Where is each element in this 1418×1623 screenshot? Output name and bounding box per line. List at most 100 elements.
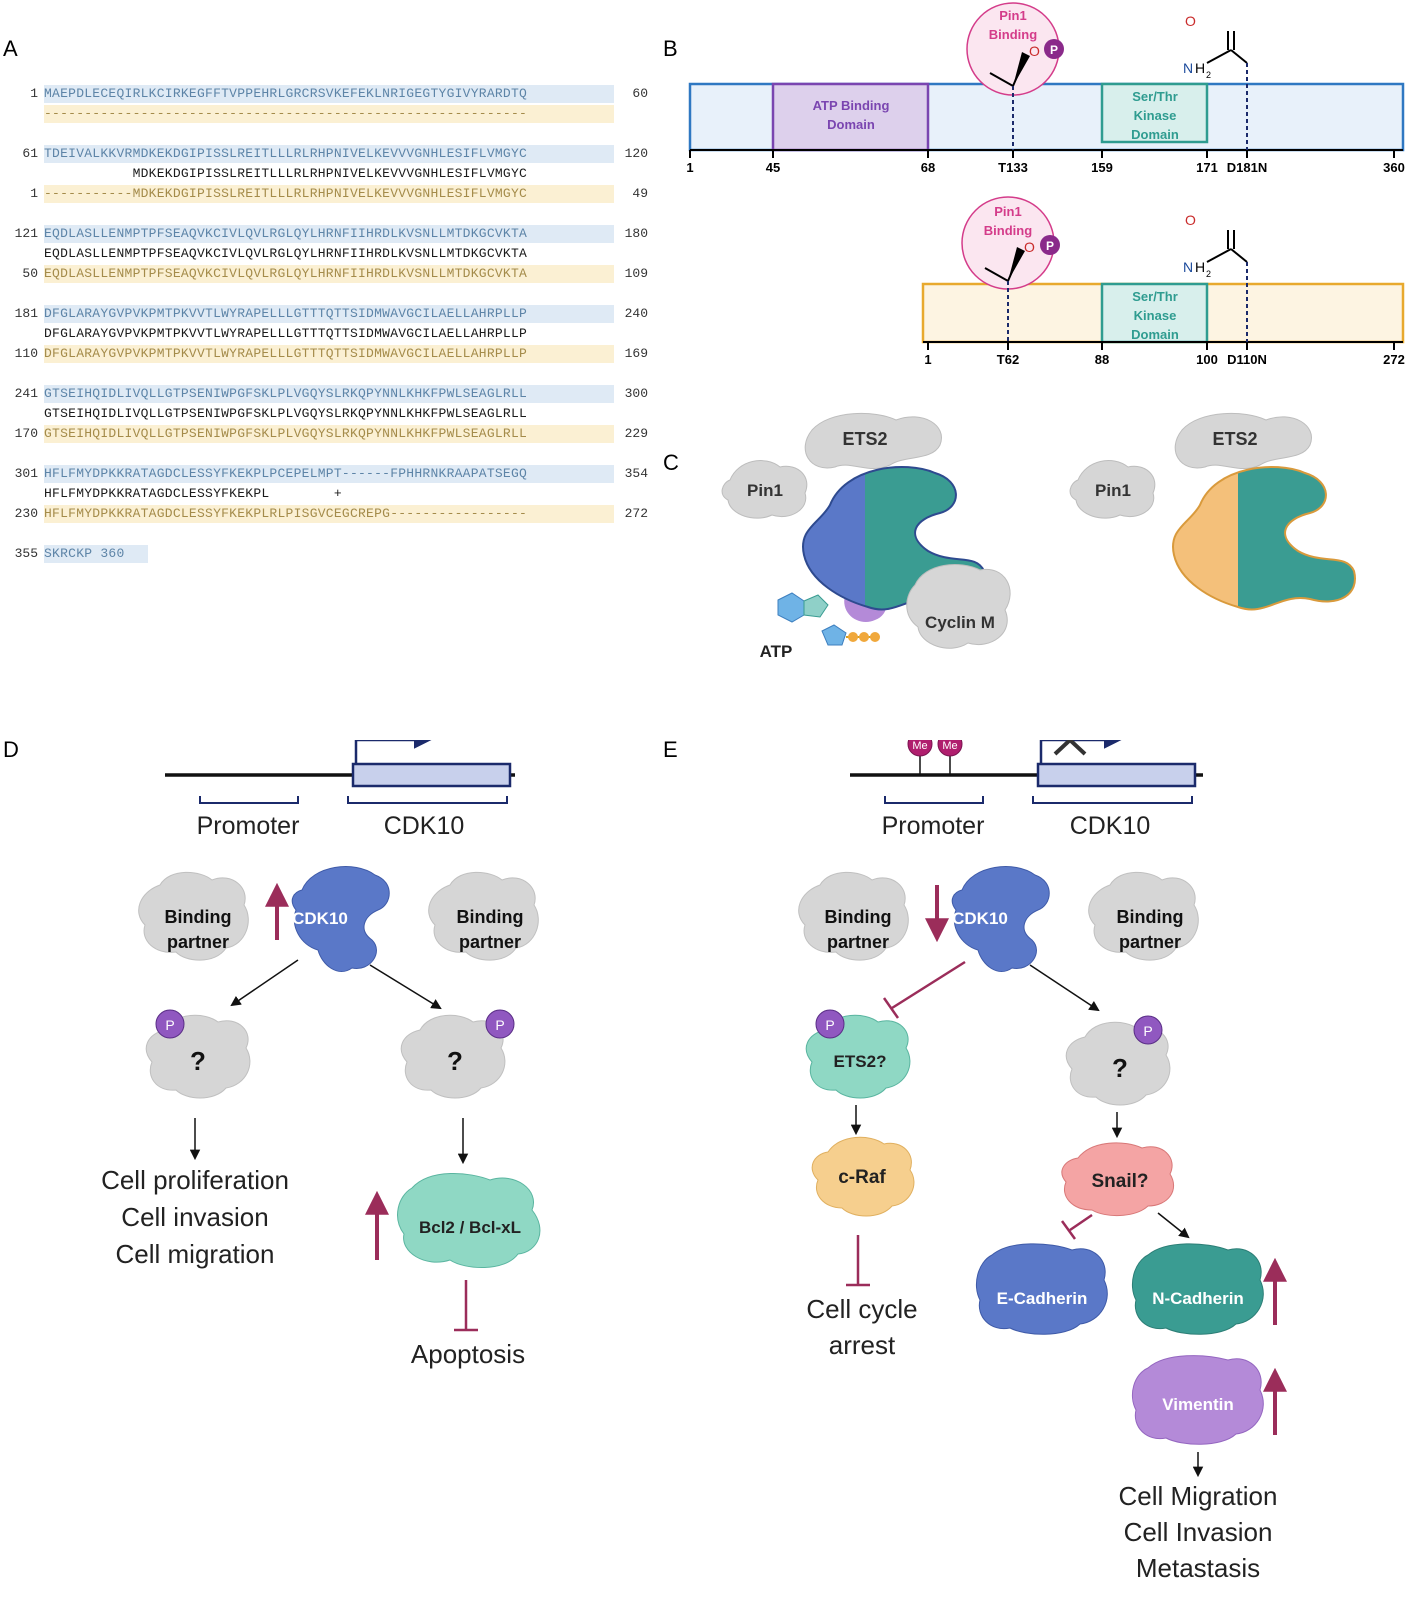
arrest-label-2: arrest [829,1330,896,1360]
subscript-2-iso: 2 [1206,269,1211,279]
unknown-substrate-right [400,1014,506,1099]
kinase-label-iso-2: Kinase [1134,308,1177,323]
outcome-e-invasion: Cell Invasion [1124,1517,1273,1547]
domain-diagram: ATP Binding Domain Ser/Thr Kinase Domain… [686,2,1405,367]
pin1-blob-iso [1069,460,1156,519]
pin1-label-iso: Pin1 [994,204,1021,219]
ets2-label-iso: ETS2 [1212,429,1257,449]
binding-partner-right-2: partner [459,932,521,952]
ncadherin-protein [1132,1243,1264,1335]
cc-bond-iso [1230,248,1248,263]
alignment-row-end: 49 [632,186,648,201]
phospho-circle-iso [1040,235,1060,255]
atp-ribose-ring [821,624,847,646]
subscript-2: 2 [1206,70,1211,80]
phospho-right-label: P [495,1017,504,1033]
alignment-sequence: GTSEIHQIDLIVQLLGTPSENIWPGFSKLPLVGQYSLRKQ… [44,426,528,441]
binding-partner-right [428,871,539,961]
atp-imidazole-ring [803,594,829,618]
alignment-row-yellow: 1-----------MDKEKDGIPISSLREITLLLRLRHPNIV… [8,184,648,204]
alignment-row-start: 50 [22,266,38,281]
alignment-row-end: 60 [632,86,648,101]
alignment-row-start: 170 [14,426,38,441]
promoter-label-e: Promoter [882,812,985,840]
panel-d-pathway: Promoter CDK10 Binding partner Binding p… [101,740,541,1369]
alignment-row-end: 300 [624,386,648,401]
atp-label: ATP [760,642,793,661]
alignment-highlight [44,225,614,243]
alignment-sequence: HFLFMYDPKKRATAGDCLESSYFKEKPLRLPISGVCEGCR… [44,506,528,521]
alignment-row-start: 110 [14,346,38,361]
alignment-row-start: 61 [22,146,38,161]
phospho-left-label: P [165,1017,174,1033]
vimentin-protein [1132,1355,1264,1445]
ecadherin-protein [976,1243,1108,1335]
atp-adenine-ring [777,592,805,623]
vimentin-label: Vimentin [1162,1395,1233,1414]
cn-bond [1206,49,1232,64]
ecadherin-label: E-Cadherin [997,1289,1088,1308]
x-mark-1 [1067,740,1087,756]
tss-arrow [354,740,432,764]
binding-label-iso: Binding [984,223,1032,238]
promoter-label: Promoter [197,812,300,840]
alignment-highlight [44,465,614,483]
complex-illustration: ETS2 Pin1 Cyclin M ATP ETS2 Pin1 [721,412,1356,661]
cdk10-complex-isoform: ETS2 Pin1 [1069,412,1356,611]
ruler-tick-label: 272 [1383,352,1405,367]
alignment-row-black: DFGLARAYGVPVKPMTPKVVTLWYRAPELLLGTTTQTTSI… [8,324,648,344]
unknown-e-q: ? [1112,1053,1128,1083]
bp-right-e-1: Binding [1117,907,1184,927]
inhibit-line-ecad [1069,1213,1093,1232]
alignment-highlight [44,85,614,103]
snail-protein [1061,1142,1175,1216]
bcl2-label: Bcl2 / Bcl-xL [419,1218,521,1237]
ruler-tick-label: 100 [1196,352,1218,367]
cdk10-label-d: CDK10 [292,909,348,928]
alignment-row-yellow: 170 GTSEIHQIDLIVQLLGTPSENIWPGFSKLPLVGQYSL… [8,424,648,444]
isoform-outline [1171,466,1356,611]
ruler-tick-label: 360 [1383,160,1405,175]
alignment-row-black: HFLFMYDPKKRATAGDCLESSYFKEKPL + [8,484,648,504]
binding-partner-left-2: partner [167,932,229,952]
methyl-1 [907,740,933,757]
x-mark-2 [1053,740,1073,756]
ruler-tick-label: 159 [1091,160,1113,175]
phospho-left [155,1009,185,1039]
methyl-2-label: Me [942,740,957,752]
pin1-label: Pin1 [999,8,1026,23]
cdk10-label-e: CDK10 [952,909,1008,928]
cc-bond [1230,49,1248,64]
kinase-label-iso-3: Domain [1131,327,1179,342]
panel-e-pathway: Me Me Promoter CDK10 Binding partner Bin… [798,740,1287,1583]
alignment-row-end: 180 [624,226,648,241]
pin1-label-c: Pin1 [747,481,783,500]
methyl-1-label: Me [912,740,927,752]
bp-right-e-2: partner [1119,932,1181,952]
arrow-to-substrate-right [369,964,442,1010]
alignment-row-end: 120 [624,146,648,161]
alignment-gap [8,444,648,464]
inhibit-bar-ets2 [882,997,900,1019]
promoter-bracket [199,796,299,804]
bcl2-protein [397,1173,541,1269]
atp-phosphate-1 [848,632,858,642]
domain-map-cdk10-full: ATP Binding Domain Ser/Thr Kinase Domain… [686,2,1405,175]
alignment-highlight [44,105,614,123]
bp-left-e-2: partner [827,932,889,952]
arrow-to-ncad [1157,1212,1190,1239]
alignment-highlight [44,305,614,323]
atp-domain-label-1: ATP Binding [813,98,890,113]
ruler-tick-label: 1 [924,352,931,367]
ruler-tick-label: 68 [921,160,935,175]
phospho-right [485,1009,515,1039]
tss-arrow-e [1039,740,1122,764]
alignment-sequence: EQDLASLLENMPTPFSEAQVKCIVLQVLRGLQYLHRNFII… [44,226,528,241]
